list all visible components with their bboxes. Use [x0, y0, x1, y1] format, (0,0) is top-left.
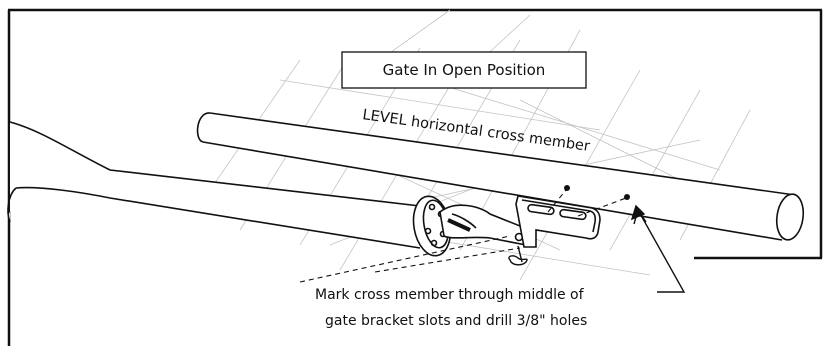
gate-upright-tube	[7, 121, 421, 249]
title-text: Gate In Open Position	[383, 61, 546, 79]
title-box: Gate In Open Position	[341, 51, 587, 89]
instruction-line-1: Mark cross member through middle of	[315, 287, 585, 303]
leader-arrow	[630, 204, 686, 293]
instruction-line-2: gate bracket slots and drill 3/8" holes	[325, 313, 587, 329]
drill-hole-marks	[564, 185, 630, 200]
frame	[7, 8, 823, 346]
alignment-lines	[299, 189, 627, 283]
cross-member-tube	[196, 112, 805, 241]
